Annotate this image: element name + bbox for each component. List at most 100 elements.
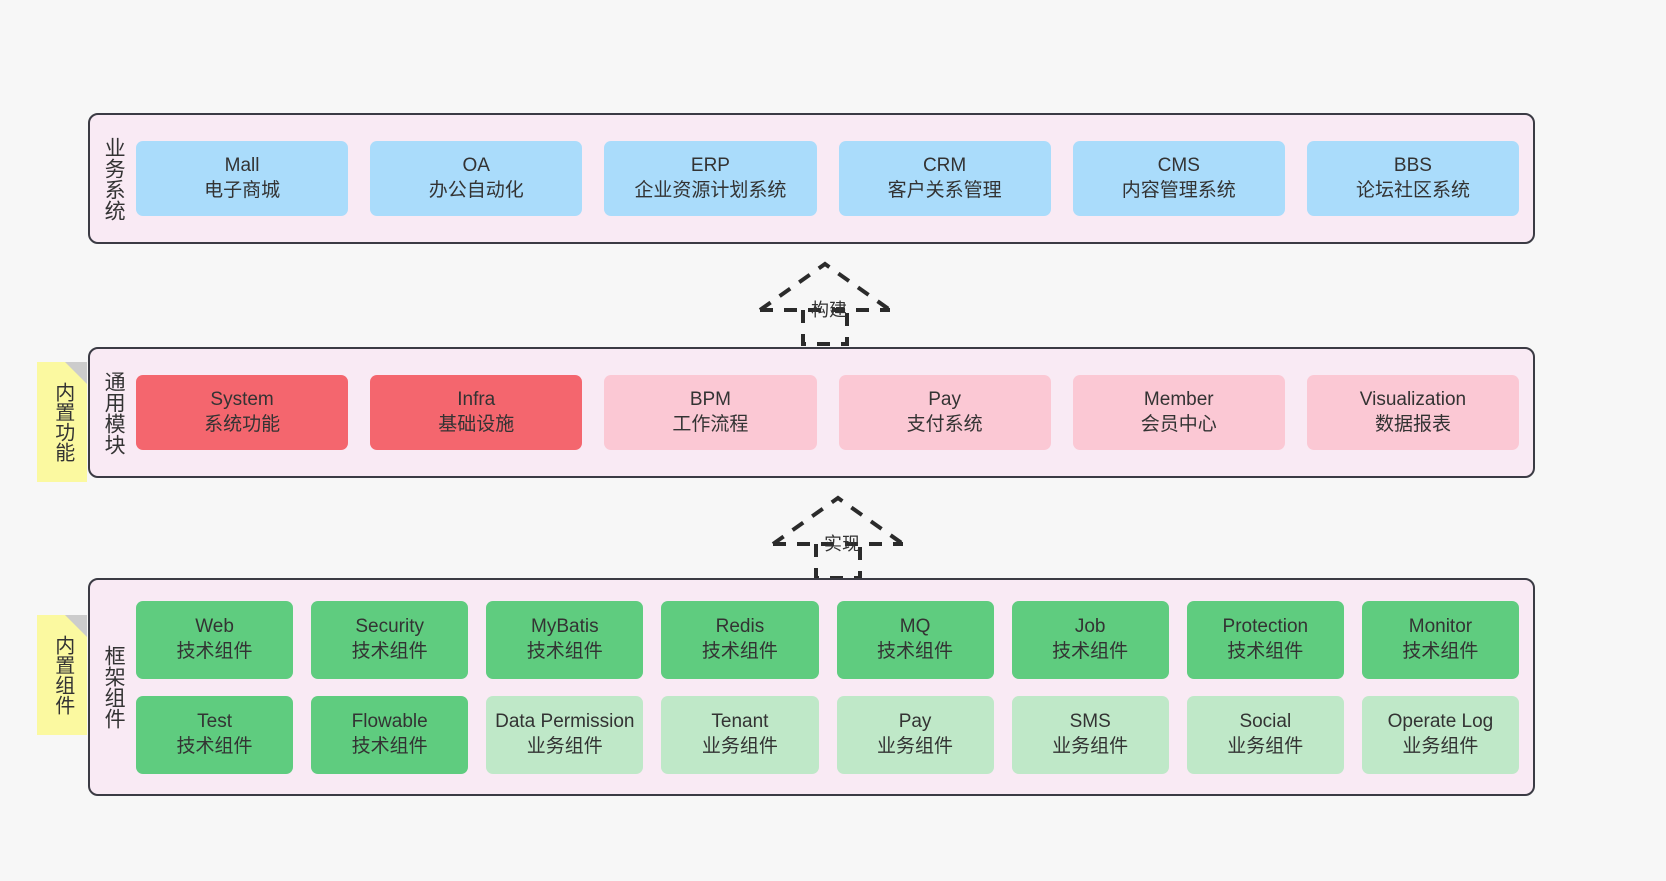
layer-title-common-modules: 通用模块 xyxy=(102,370,126,455)
cell-crm-en: CRM xyxy=(922,154,967,176)
cell-infra-en: Infra xyxy=(457,388,496,410)
cell-mq-cn: 技术组件 xyxy=(877,640,954,662)
cell-sms-en: SMS xyxy=(1069,710,1111,732)
cell-system-cn: 系统功能 xyxy=(204,413,281,435)
cell-visualization-cn: 数据报表 xyxy=(1374,413,1451,435)
layer-body-business-systems: Mall 电子商城 OA 办公自动化 ERP 企业资源计划系统 CRM 客户关系… xyxy=(136,115,1533,242)
cell-bpm-cn: 工作流程 xyxy=(672,413,749,435)
cell-infra[interactable]: Infra 基础设施 xyxy=(370,375,583,450)
cell-cms-en: CMS xyxy=(1157,154,1200,176)
cell-web[interactable]: Web 技术组件 xyxy=(136,600,294,679)
cell-mall-cn: 电子商城 xyxy=(204,179,281,201)
cell-oa-cn: 办公自动化 xyxy=(428,179,524,201)
cell-crm-cn: 客户关系管理 xyxy=(887,179,1002,201)
cell-social[interactable]: Social 业务组件 xyxy=(1186,695,1344,774)
note-fold-corner-icon xyxy=(65,362,87,384)
connector-build-label: 构建 xyxy=(811,300,847,320)
cell-protection-en: Protection xyxy=(1222,615,1309,637)
cell-pay-component-en: Pay xyxy=(898,710,932,732)
cell-pay-module-cn: 支付系统 xyxy=(906,413,983,435)
cell-mq-en: MQ xyxy=(899,615,931,637)
cell-bpm[interactable]: BPM 工作流程 xyxy=(604,375,817,450)
row-framework-tech: Web 技术组件 Security 技术组件 MyBatis 技术组件 Redi… xyxy=(136,600,1519,679)
row-framework-business: Test 技术组件 Flowable 技术组件 Data Permission … xyxy=(136,695,1519,774)
layer-body-framework-components: Web 技术组件 Security 技术组件 MyBatis 技术组件 Redi… xyxy=(136,580,1533,794)
cell-protection[interactable]: Protection 技术组件 xyxy=(1186,600,1344,679)
cell-tenant-cn: 业务组件 xyxy=(701,735,778,757)
cell-flowable-en: Flowable xyxy=(351,710,428,732)
cell-pay-component[interactable]: Pay 业务组件 xyxy=(836,695,994,774)
note-builtin-component-text: 内置组件 xyxy=(51,635,74,715)
cell-system-en: System xyxy=(210,388,274,410)
layer-title-framework-components: 框架组件 xyxy=(102,645,126,729)
cell-member-en: Member xyxy=(1143,388,1214,410)
cell-member[interactable]: Member 会员中心 xyxy=(1072,375,1285,450)
cell-job-en: Job xyxy=(1074,615,1106,637)
cell-mybatis[interactable]: MyBatis 技术组件 xyxy=(486,600,644,679)
cell-operate-log-cn: 业务组件 xyxy=(1402,735,1479,757)
cell-infra-cn: 基础设施 xyxy=(438,413,515,435)
cell-system[interactable]: System 系统功能 xyxy=(136,375,349,450)
cell-protection-cn: 技术组件 xyxy=(1227,640,1304,662)
row-business-systems: Mall 电子商城 OA 办公自动化 ERP 企业资源计划系统 CRM 客户关系… xyxy=(136,141,1520,216)
cell-pay-module-en: Pay xyxy=(928,388,961,410)
cell-sms-cn: 业务组件 xyxy=(1052,735,1129,757)
cell-operate-log-en: Operate Log xyxy=(1387,710,1494,732)
cell-cms-cn: 内容管理系统 xyxy=(1121,179,1236,201)
cell-erp-cn: 企业资源计划系统 xyxy=(634,179,787,201)
cell-web-cn: 技术组件 xyxy=(176,640,253,662)
cell-flowable[interactable]: Flowable 技术组件 xyxy=(311,695,469,774)
cell-sms[interactable]: SMS 业务组件 xyxy=(1011,695,1169,774)
cell-mybatis-cn: 技术组件 xyxy=(526,640,603,662)
layer-body-common-modules: System 系统功能 Infra 基础设施 BPM 工作流程 Pay 支付系统… xyxy=(136,349,1533,476)
cell-visualization-en: Visualization xyxy=(1359,388,1467,410)
cell-redis-cn: 技术组件 xyxy=(701,640,778,662)
cell-visualization[interactable]: Visualization 数据报表 xyxy=(1306,375,1520,450)
cell-crm[interactable]: CRM 客户关系管理 xyxy=(838,141,1051,216)
cell-flowable-cn: 技术组件 xyxy=(351,735,428,757)
layer-framework-components: 框架组件 Web 技术组件 Security 技术组件 MyBatis 技术组件… xyxy=(88,578,1535,796)
cell-mall-en: Mall xyxy=(224,154,260,176)
cell-monitor[interactable]: Monitor 技术组件 xyxy=(1361,600,1519,679)
row-common-modules: System 系统功能 Infra 基础设施 BPM 工作流程 Pay 支付系统… xyxy=(136,375,1520,450)
cell-mq[interactable]: MQ 技术组件 xyxy=(836,600,994,679)
cell-data-permission-cn: 业务组件 xyxy=(526,735,603,757)
layer-business-systems: 业务系统 Mall 电子商城 OA 办公自动化 ERP 企业资源计划系统 CRM xyxy=(88,113,1535,244)
cell-bbs[interactable]: BBS 论坛社区系统 xyxy=(1306,141,1520,216)
cell-social-en: Social xyxy=(1239,710,1292,732)
note-fold-corner-icon xyxy=(65,615,87,637)
cell-redis[interactable]: Redis 技术组件 xyxy=(661,600,819,679)
note-builtin-function: 内置功能 xyxy=(37,362,87,482)
cell-mall[interactable]: Mall 电子商城 xyxy=(136,141,349,216)
cell-web-en: Web xyxy=(195,615,234,637)
cell-tenant[interactable]: Tenant 业务组件 xyxy=(661,695,819,774)
cell-member-cn: 会员中心 xyxy=(1140,413,1217,435)
cell-job[interactable]: Job 技术组件 xyxy=(1011,600,1169,679)
cell-bbs-en: BBS xyxy=(1393,154,1432,176)
layer-title-business-systems: 业务系统 xyxy=(102,136,126,221)
cell-job-cn: 技术组件 xyxy=(1052,640,1129,662)
cell-pay-component-cn: 业务组件 xyxy=(877,735,954,757)
cell-oa-en: OA xyxy=(462,154,490,176)
cell-bbs-cn: 论坛社区系统 xyxy=(1355,179,1470,201)
cell-erp[interactable]: ERP 企业资源计划系统 xyxy=(604,141,817,216)
cell-test-cn: 技术组件 xyxy=(176,735,253,757)
cell-security[interactable]: Security 技术组件 xyxy=(311,600,469,679)
cell-redis-en: Redis xyxy=(715,615,765,637)
cell-pay-module[interactable]: Pay 支付系统 xyxy=(838,375,1051,450)
cell-test[interactable]: Test 技术组件 xyxy=(136,695,294,774)
cell-cms[interactable]: CMS 内容管理系统 xyxy=(1072,141,1285,216)
cell-data-permission[interactable]: Data Permission 业务组件 xyxy=(486,695,644,774)
cell-erp-en: ERP xyxy=(690,154,730,176)
cell-social-cn: 业务组件 xyxy=(1227,735,1304,757)
note-builtin-function-text: 内置功能 xyxy=(51,382,74,462)
cell-monitor-cn: 技术组件 xyxy=(1402,640,1479,662)
layer-common-modules: 通用模块 System 系统功能 Infra 基础设施 BPM 工作流程 Pay xyxy=(88,347,1535,478)
cell-data-permission-en: Data Permission xyxy=(495,710,635,732)
cell-operate-log[interactable]: Operate Log 业务组件 xyxy=(1361,695,1519,774)
cell-monitor-en: Monitor xyxy=(1408,615,1473,637)
cell-mybatis-en: MyBatis xyxy=(531,615,599,637)
cell-oa[interactable]: OA 办公自动化 xyxy=(370,141,583,216)
cell-security-en: Security xyxy=(355,615,424,637)
